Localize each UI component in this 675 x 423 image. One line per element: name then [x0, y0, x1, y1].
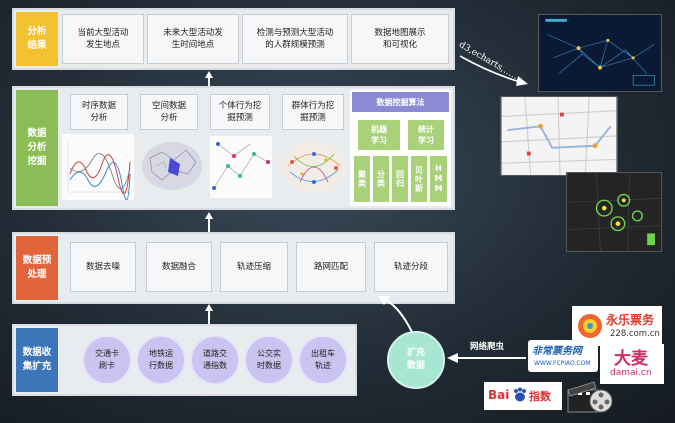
preprocess-trajectory-compression: 轨迹压缩 — [220, 242, 288, 292]
arrow-up-icon — [205, 212, 213, 219]
result-future-time-location: 未来大型活动发 生时间地点 — [147, 14, 239, 64]
collect-layer-label: 数据收 集扩充 — [16, 328, 58, 392]
individual-behavior-image — [210, 136, 272, 198]
cluster-map-image — [566, 172, 662, 252]
result-crowd-scale-prediction: 检测与预测大型活动 的人群规模预测 — [242, 14, 348, 64]
baidu-text: Bai — [488, 388, 510, 402]
preprocess-layer: 数据预 处理 数据去噪 数据融合 轨迹压缩 路网匹配 轨迹分段 — [12, 232, 455, 304]
baidu-index-logo: Bai 指数 — [484, 382, 562, 410]
spatial-map-image — [142, 142, 202, 190]
damai-name: 大麦 — [614, 349, 648, 369]
result-map-visualization: 数据地图展示 和可视化 — [351, 14, 449, 64]
algo-classification: 分类 — [373, 156, 389, 202]
feichang-url: WWW.FCPIAO.COM — [534, 360, 591, 367]
expand-to-preprocess-arrow — [378, 296, 413, 333]
source-bus: 公交实 时数据 — [244, 335, 294, 385]
analysis-spatial: 空间数据 分析 — [140, 94, 198, 130]
results-layer: 分析 结果 当前大型活动 发生地点 未来大型活动发 生时间地点 检测与预测大型活… — [12, 8, 455, 70]
analysis-layer-label: 数据 分析 挖掘 — [16, 90, 58, 206]
connector-line — [208, 218, 210, 232]
statistical-learning: 统计 学习 — [408, 120, 444, 150]
preprocess-layer-label: 数据预 处理 — [16, 236, 58, 300]
crawler-arrow — [447, 353, 526, 363]
algorithm-title: 数据挖掘算法 — [352, 92, 449, 112]
feichang-name: 非常票务网 — [532, 346, 582, 357]
connector-line — [208, 310, 210, 324]
film-clapper-icon — [567, 381, 599, 413]
visualization-arrow — [459, 55, 528, 86]
damai-url: damai.cn — [610, 368, 652, 378]
expand-data-circle: 扩充 数据 — [387, 331, 445, 389]
source-subway: 地铁运 行数据 — [136, 335, 186, 385]
algorithm-panel: 数据挖掘算法 机器 学习 统计 学习 聚类 分类 回归 贝叶斯 HMM — [350, 90, 451, 206]
analysis-individual: 个体行为挖 掘预测 — [210, 94, 270, 130]
analysis-temporal: 时序数据 分析 — [70, 94, 128, 130]
feichang-logo: 非常票务网 WWW.FCPIAO.COM — [528, 340, 598, 372]
damai-logo: 大麦 damai.cn — [600, 344, 664, 384]
algo-clustering: 聚类 — [354, 156, 370, 202]
timeseries-plot-image — [62, 134, 134, 200]
result-current-location: 当前大型活动 发生地点 — [62, 14, 144, 64]
network-visualization-image — [538, 14, 662, 92]
yongle-icon — [578, 314, 602, 338]
yongle-logo: 永乐票务 228.com.cn — [572, 306, 662, 346]
arrow-up-icon — [205, 304, 213, 311]
paw-icon — [514, 387, 526, 402]
connector-line — [208, 76, 210, 86]
arrow-up-icon — [205, 71, 213, 78]
preprocess-fusion: 数据融合 — [146, 242, 212, 292]
algo-bayes: 贝叶斯 — [411, 156, 427, 202]
analysis-group: 群体行为挖 掘预测 — [282, 94, 344, 130]
machine-learning: 机器 学习 — [358, 120, 400, 150]
analysis-layer: 数据 分析 挖掘 时序数据 分析 空间数据 分析 个体行为挖 掘预测 群体行为挖… — [12, 86, 455, 210]
crawler-label: 网络爬虫 — [470, 342, 505, 352]
algo-regression: 回归 — [392, 156, 408, 202]
group-behavior-image — [282, 141, 346, 193]
yongle-name: 永乐票务 — [606, 313, 655, 327]
preprocess-trajectory-segmentation: 轨迹分段 — [374, 242, 448, 292]
results-layer-label: 分析 结果 — [16, 12, 58, 66]
film-reel-icon — [589, 389, 613, 413]
preprocess-denoise: 数据去噪 — [70, 242, 136, 292]
algo-hmm: HMM — [430, 156, 447, 202]
street-map-image — [500, 96, 618, 176]
source-road-index: 道路交 通指数 — [190, 335, 240, 385]
source-taxi: 出租车 轨迹 — [298, 335, 348, 385]
preprocess-map-matching: 路网匹配 — [296, 242, 366, 292]
baidu-index-text: 指数 — [529, 390, 551, 403]
source-transit-card: 交通卡 刷卡 — [82, 335, 132, 385]
collect-layer: 数据收 集扩充 交通卡 刷卡 地铁运 行数据 道路交 通指数 公交实 时数据 出… — [12, 324, 357, 396]
yongle-url: 228.com.cn — [610, 329, 660, 339]
